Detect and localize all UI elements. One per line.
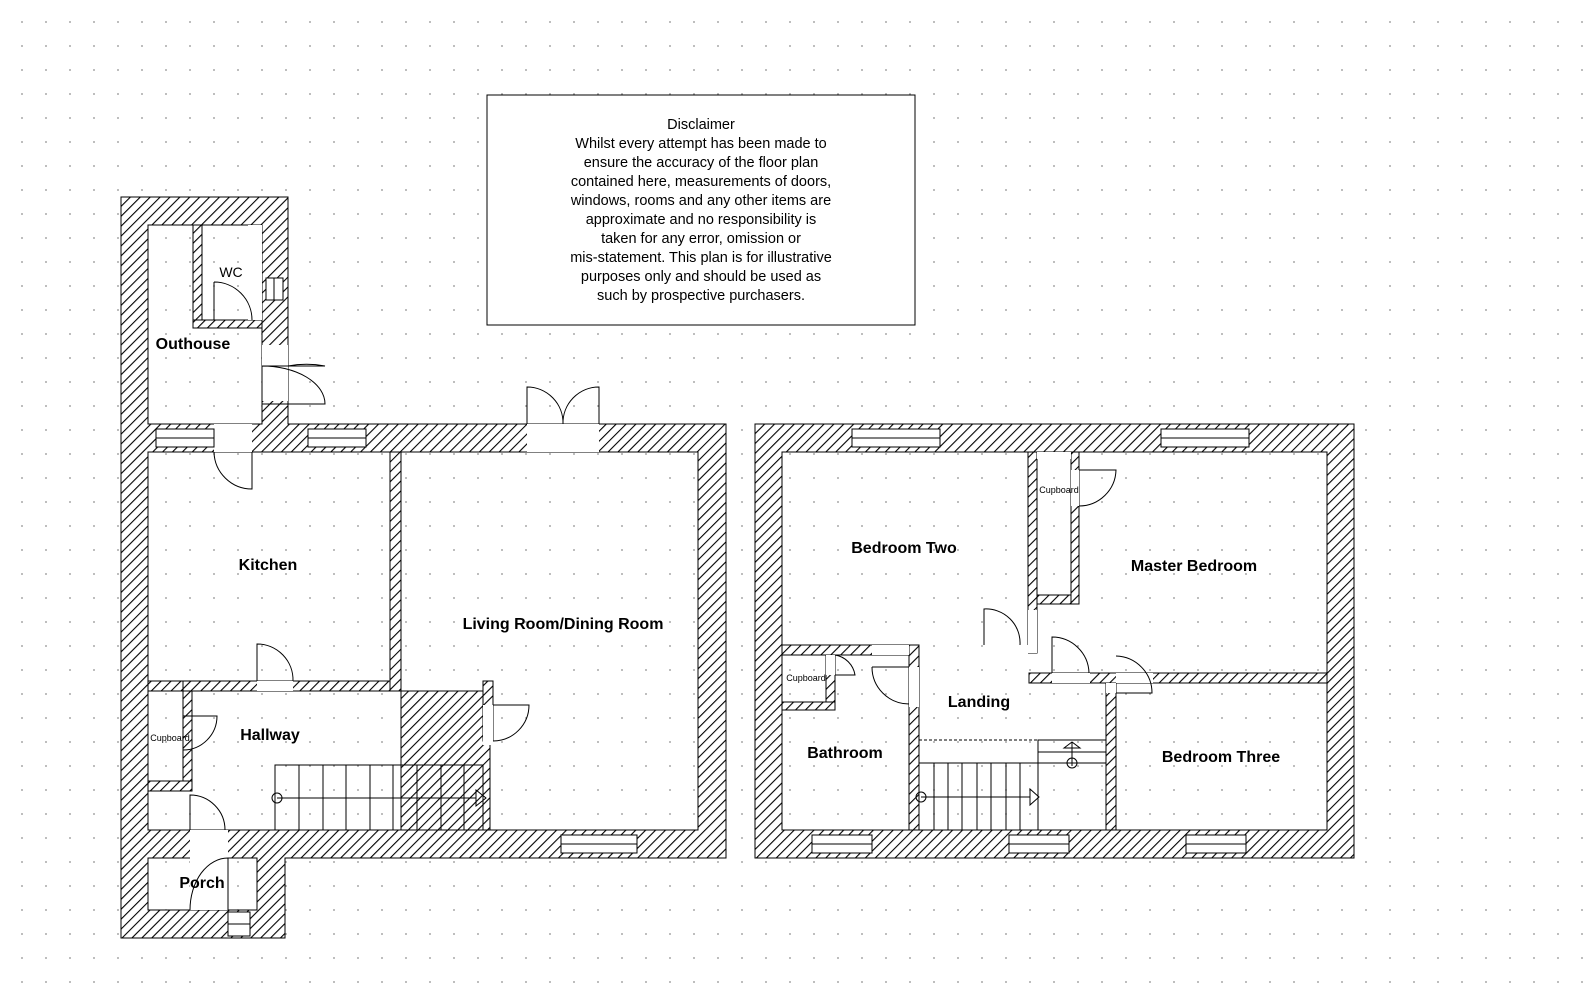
door-swing bbox=[262, 363, 326, 367]
disclaimer-line: such by prospective purchasers. bbox=[597, 288, 805, 304]
window bbox=[227, 911, 251, 937]
disclaimer-line: approximate and no responsibility is bbox=[586, 212, 817, 228]
first-floor-plan: Bedroom Two Cupboard Master Bedroom Cupb… bbox=[754, 423, 1355, 859]
disclaimer-line: windows, rooms and any other items are bbox=[570, 193, 831, 209]
door-swing bbox=[983, 608, 1021, 646]
room-label-wc: WC bbox=[219, 264, 242, 280]
door-swing bbox=[213, 451, 253, 490]
door-swing bbox=[834, 654, 856, 676]
door-swing bbox=[189, 857, 229, 911]
room-label-cupboard-bathroom: Cupboard bbox=[786, 673, 826, 683]
staircase bbox=[915, 739, 1107, 831]
door-swing bbox=[492, 704, 530, 742]
room-label-bedroom-two: Bedroom Two bbox=[851, 540, 957, 557]
staircase bbox=[271, 764, 487, 831]
french-door-swing bbox=[562, 386, 600, 425]
door-swing bbox=[256, 643, 294, 682]
window bbox=[155, 428, 215, 448]
disclaimer-line: purposes only and should be used as bbox=[581, 269, 821, 285]
door-swing bbox=[213, 281, 253, 321]
room-label-living-room: Living Room/Dining Room bbox=[463, 616, 664, 633]
door-swing bbox=[189, 794, 226, 831]
door-swing bbox=[1078, 469, 1117, 507]
window bbox=[560, 834, 638, 854]
room-label-master-bedroom: Master Bedroom bbox=[1131, 558, 1257, 575]
window bbox=[1160, 428, 1250, 448]
disclaimer-line: taken for any error, omission or bbox=[601, 231, 801, 247]
window bbox=[265, 277, 284, 301]
room-label-kitchen: Kitchen bbox=[239, 557, 298, 574]
room-label-outhouse: Outhouse bbox=[156, 336, 231, 353]
room-label-porch: Porch bbox=[179, 875, 224, 892]
window bbox=[1008, 834, 1070, 854]
ground-floor-plan: WC Outhouse Kitchen Living Room/Dining R… bbox=[120, 196, 727, 939]
disclaimer-box: Disclaimer Whilst every attempt has been… bbox=[486, 94, 916, 326]
door-swing bbox=[1051, 636, 1090, 674]
french-door-swing bbox=[526, 386, 564, 425]
room-label-bathroom: Bathroom bbox=[807, 745, 883, 762]
disclaimer-line: contained here, measurements of doors, bbox=[571, 174, 831, 190]
door-swing bbox=[871, 666, 910, 705]
disclaimer-line: ensure the accuracy of the floor plan bbox=[584, 155, 819, 171]
room-label-cupboard: Cupboard bbox=[150, 733, 190, 743]
window bbox=[851, 428, 941, 448]
window bbox=[307, 428, 367, 448]
disclaimer-line: Whilst every attempt has been made to bbox=[575, 136, 826, 152]
window bbox=[811, 834, 873, 854]
door-swing bbox=[261, 365, 326, 405]
door-swing bbox=[182, 715, 218, 751]
room-label-bedroom-three: Bedroom Three bbox=[1162, 749, 1280, 766]
room-label-landing: Landing bbox=[948, 694, 1010, 711]
door-swing bbox=[1115, 655, 1153, 694]
window bbox=[1185, 834, 1247, 854]
disclaimer-title: Disclaimer bbox=[667, 117, 735, 133]
disclaimer-line: mis-statement. This plan is for illustra… bbox=[570, 250, 832, 266]
room-label-cupboard-master: Cupboard bbox=[1039, 485, 1079, 495]
room-label-hallway: Hallway bbox=[240, 727, 300, 744]
